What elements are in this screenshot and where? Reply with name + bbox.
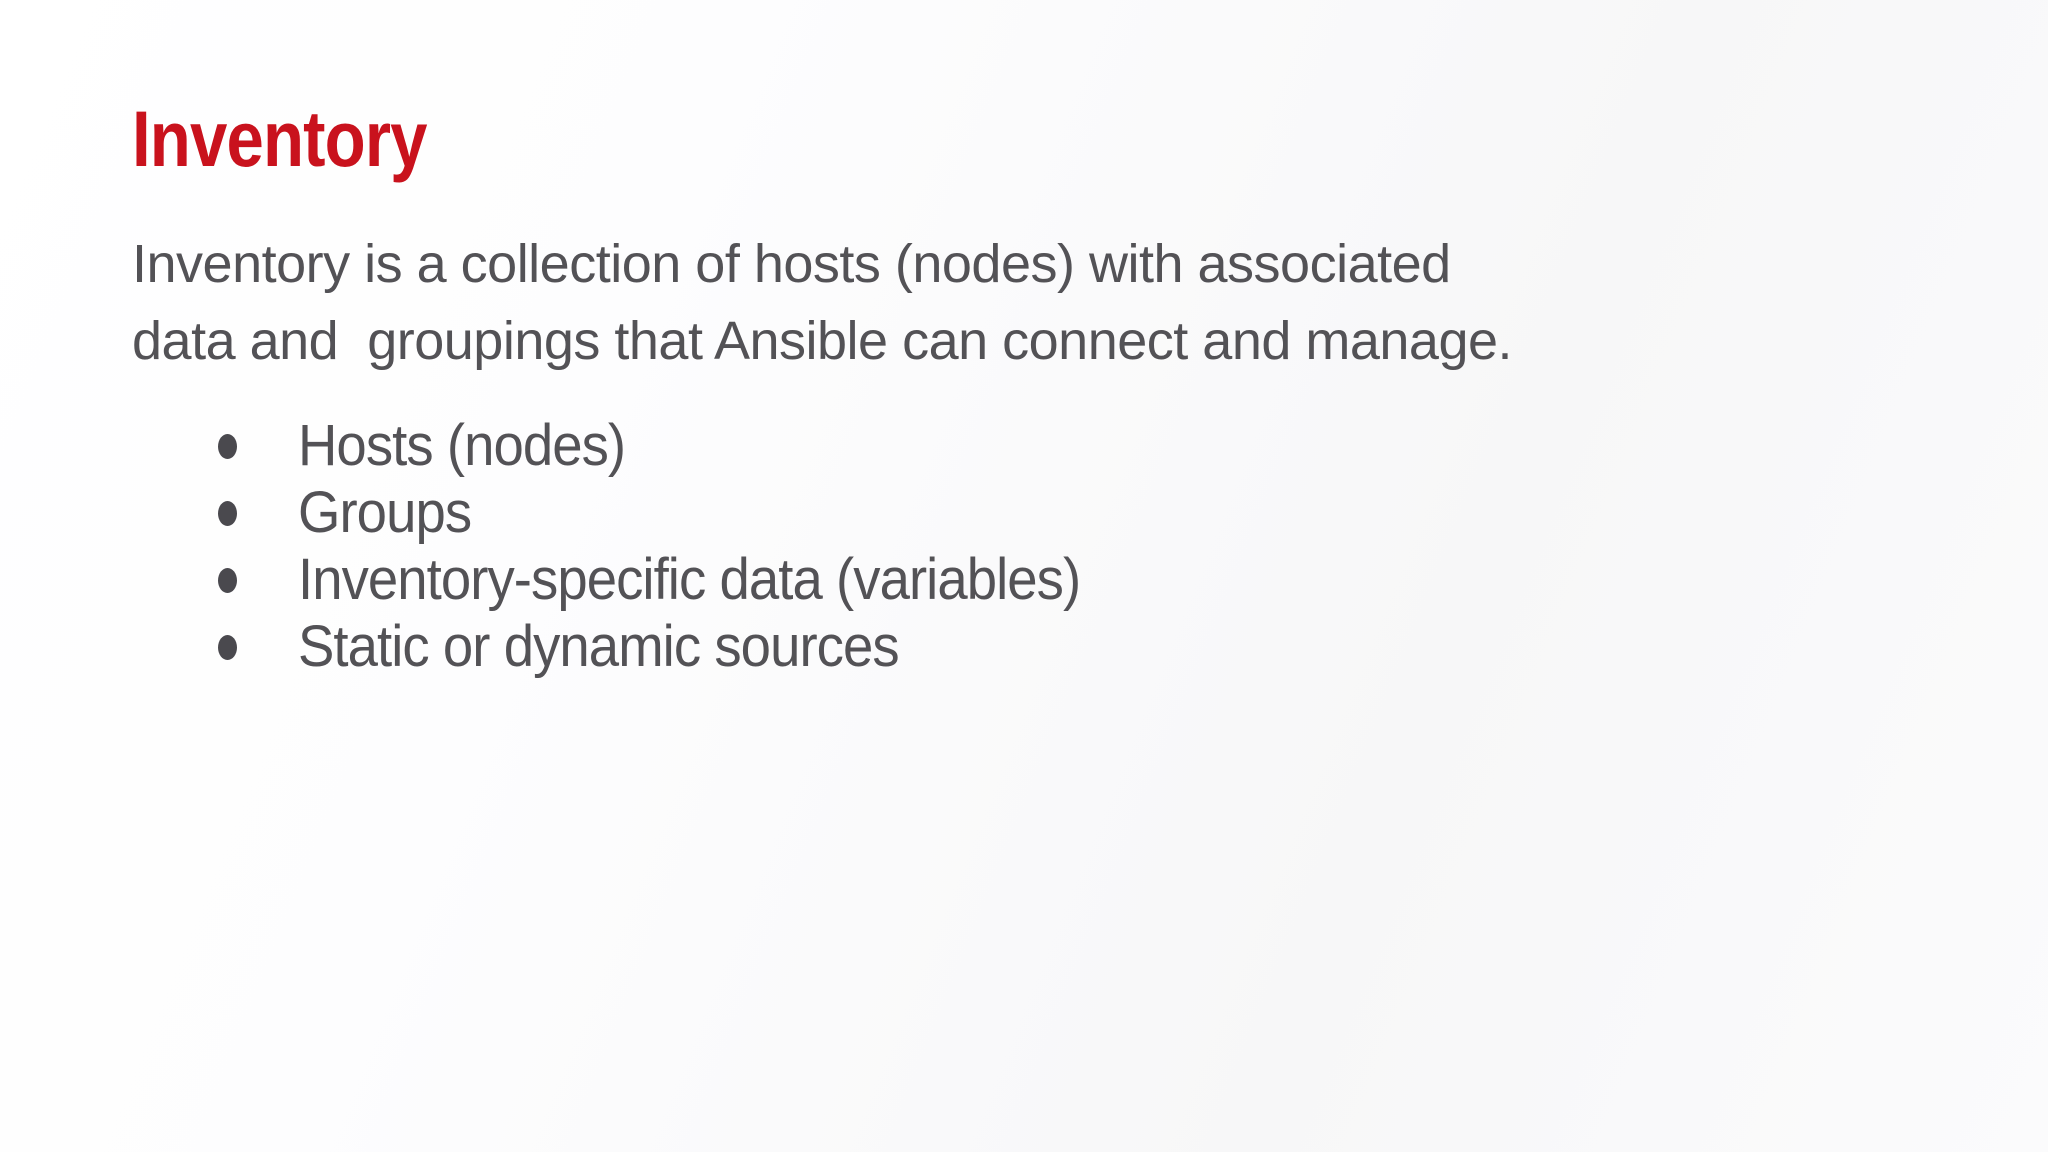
bullet-dot-icon: [218, 634, 237, 660]
bullet-label: Groups: [298, 480, 472, 545]
bullet-item: Static or dynamic sources: [0, 613, 1130, 680]
bullet-item: Groups: [0, 479, 1130, 546]
bullet-item: Hosts (nodes): [0, 412, 1130, 479]
bullet-item: Inventory-specific data (variables): [0, 546, 1130, 613]
bullet-dot-icon: [218, 567, 237, 593]
bullet-list: Hosts (nodes) Groups Inventory-specific …: [0, 412, 1130, 680]
intro-paragraph: Inventory is a collection of hosts (node…: [132, 226, 1513, 380]
bullet-label: Hosts (nodes): [298, 413, 626, 478]
intro-line-2: data and groupings that Ansible can conn…: [132, 311, 1513, 371]
bullet-dot-icon: [218, 500, 237, 526]
slide-title: Inventory: [132, 94, 427, 183]
bullet-dot-icon: [218, 433, 237, 459]
bullet-label: Static or dynamic sources: [298, 614, 900, 679]
intro-line-1: Inventory is a collection of hosts (node…: [132, 234, 1451, 294]
bullet-label: Inventory-specific data (variables): [298, 547, 1081, 612]
